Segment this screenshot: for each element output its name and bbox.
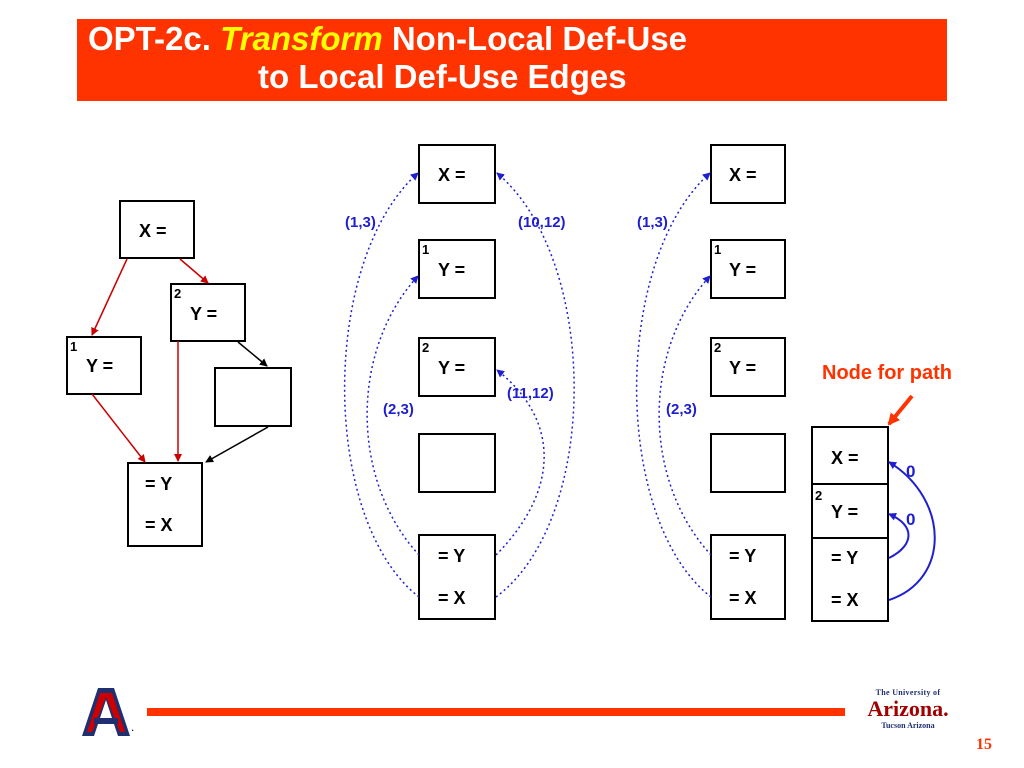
right-label-2-3: (2,3) (666, 401, 697, 418)
title-bar (77, 19, 947, 101)
middle-y1-def-label: Y = (438, 260, 465, 280)
title-emphasis: Transform (220, 20, 383, 57)
middle-y2-def-node (418, 337, 496, 397)
path-y2-superscript: 2 (815, 488, 822, 503)
right-label-1-3: (1,3) (637, 214, 668, 231)
right-y1-superscript: 1 (714, 242, 721, 257)
middle-y-use-label: = Y (438, 546, 465, 566)
univ-location-text: Tucson Arizona (881, 721, 935, 730)
left-edge-y2-to-empty (237, 341, 268, 367)
left-edge-x-to-y2 (179, 258, 209, 284)
left-graph: X = 2 Y = 1 Y = = Y = X (66, 200, 292, 547)
path-y-use-label: = Y (831, 548, 858, 568)
middle-edge-11-12 (495, 369, 545, 556)
right-x-use-label: = X (729, 588, 757, 608)
left-empty-node (214, 367, 292, 427)
right-y1-def-label: Y = (729, 260, 756, 280)
left-y1-def-node (66, 336, 142, 395)
middle-graph: X = 1 Y = 2 Y = = Y = X (1,3) (10,12) (2… (343, 144, 575, 620)
path-weight-top: 0 (906, 462, 915, 481)
right-use-node (710, 534, 786, 620)
path-node-box (811, 426, 889, 622)
title-prefix: OPT-2c. (88, 20, 211, 57)
path-edge-y (888, 513, 910, 559)
left-y2-def-node (170, 283, 246, 342)
left-y1-def-label: Y = (86, 356, 113, 376)
right-x-def-label: X = (729, 165, 757, 185)
right-edge-1-3 (635, 172, 712, 598)
univ-name-text: Arizona. (867, 696, 949, 721)
middle-edge-10-12 (495, 172, 575, 598)
page-number: 15 (976, 736, 992, 753)
right-empty-node (710, 433, 786, 493)
path-weight-bottom: 0 (906, 510, 915, 529)
middle-x-use-label: = X (438, 588, 466, 608)
slide-title-line2: to Local Def-Use Edges (258, 58, 627, 95)
left-y1-superscript: 1 (70, 339, 77, 354)
right-graph: X = 1 Y = 2 Y = = Y = X (1,3) (2,3) (635, 144, 786, 620)
middle-y1-def-node (418, 239, 496, 299)
middle-use-node (418, 534, 496, 620)
slide-title-line1: OPT-2c. Transform Non-Local Def-Use (88, 20, 687, 58)
middle-y2-def-label: Y = (438, 358, 465, 378)
middle-x-def-node (418, 144, 496, 204)
left-use-node (127, 462, 203, 547)
middle-x-def-label: X = (438, 165, 466, 185)
right-y2-def-label: Y = (729, 358, 756, 378)
title-rest: Non-Local Def-Use (391, 20, 688, 57)
path-y2-def-label: Y = (831, 502, 858, 522)
left-edge-x-to-y1 (91, 258, 128, 336)
left-y2-def-label: Y = (190, 304, 217, 324)
footer-rule (147, 708, 845, 716)
middle-edge-2-3 (366, 275, 420, 556)
left-y-use-label: = Y (145, 474, 172, 494)
node-for-path-annotation: Node for path (822, 362, 952, 384)
middle-label-1-3: (1,3) (345, 214, 376, 231)
annotation-arrow (887, 394, 914, 426)
left-x-use-label: = X (145, 515, 173, 535)
middle-y1-superscript: 1 (422, 242, 429, 257)
middle-y2-superscript: 2 (422, 340, 429, 355)
middle-label-11-12: (11,12) (507, 385, 554, 402)
left-x-def-label: X = (139, 221, 167, 241)
middle-empty-node (418, 433, 496, 493)
right-x-def-node (710, 144, 786, 204)
path-edge-x (888, 461, 936, 601)
university-wordmark: The University of Arizona. Tucson Arizon… (858, 688, 958, 730)
middle-edge-1-3 (343, 172, 420, 598)
right-y-use-label: = Y (729, 546, 756, 566)
university-logo-icon (78, 684, 134, 740)
path-x-def-label: X = (831, 448, 859, 468)
right-edge-2-3 (658, 275, 712, 556)
right-y2-def-node (710, 337, 786, 397)
univ-top-text: The University of (875, 688, 941, 697)
right-y2-superscript: 2 (714, 340, 721, 355)
left-y2-superscript: 2 (174, 286, 181, 301)
path-x-use-label: = X (831, 590, 859, 610)
middle-label-2-3: (2,3) (383, 401, 414, 418)
left-edge-empty-to-use (205, 426, 269, 463)
path-node: X = 2 Y = = Y = X 0 0 (811, 394, 936, 622)
left-edge-y1-to-use (91, 393, 146, 463)
middle-label-10-12: (10,12) (518, 214, 566, 231)
left-x-def-node (119, 200, 195, 259)
right-y1-def-node (710, 239, 786, 299)
logo-dot: . (131, 720, 135, 734)
